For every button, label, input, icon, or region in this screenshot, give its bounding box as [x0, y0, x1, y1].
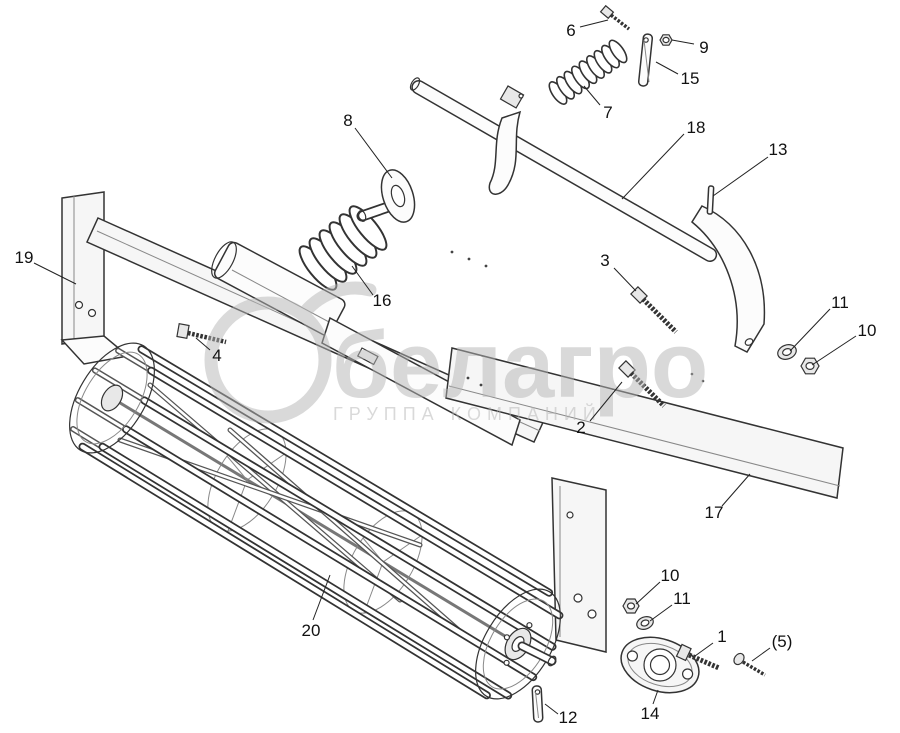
frame-right-plate: [551, 477, 607, 653]
leader-13: [712, 156, 769, 197]
flat-pin-12: [531, 685, 544, 723]
callout-11-upper: 11: [831, 293, 849, 312]
leader-8: [354, 127, 393, 179]
callout-9: 9: [699, 38, 708, 57]
watermark-brand: белагро: [332, 312, 708, 417]
leader-4: [195, 337, 211, 351]
bolt-2: [618, 360, 666, 408]
upper-tube-18: [409, 77, 718, 262]
roller-left-ring: [69, 342, 155, 454]
roller-front-bars: [78, 345, 564, 700]
watermark-subtitle: ГРУППА КОМПАНИЙ: [333, 403, 602, 424]
flange-bearing-14: [620, 636, 700, 694]
callout-8: 8: [343, 111, 352, 130]
callout-2: 2: [576, 418, 585, 437]
linch-pin-13: [706, 185, 715, 215]
roller-axle: [111, 396, 519, 646]
leader-10-lower: [635, 581, 661, 605]
leader-lines: [33, 19, 857, 715]
leader-10-upper: [811, 335, 857, 366]
flat-bar-17: [445, 347, 844, 499]
leader-9: [671, 39, 695, 45]
watermark-logo: [204, 281, 377, 424]
curved-bracket-arm: [691, 205, 766, 353]
callout-3: 3: [600, 251, 609, 270]
tension-hook: [488, 110, 522, 195]
leader-2: [589, 381, 623, 422]
tube-clamp-block: [499, 85, 525, 109]
leader-17: [721, 473, 751, 507]
washer-11-upper: [777, 344, 797, 360]
nut-10-lower: [622, 598, 640, 614]
bolt-3: [630, 286, 678, 334]
spring-7: [548, 39, 628, 105]
bolt-4: [176, 323, 227, 345]
callout-14: 14: [641, 704, 660, 723]
callout-labels: 6 9 15 7 18 13 8 3 11 10 16 19 4 2 17 10…: [15, 21, 877, 727]
callout-7: 7: [603, 103, 612, 122]
leader-20: [312, 574, 331, 621]
leader-11-upper: [789, 308, 831, 352]
roller-internal-diagonals: [117, 382, 473, 643]
rivet-dots: [450, 250, 705, 383]
spring-seat-disc-8: [356, 169, 416, 223]
callout-13: 13: [769, 140, 788, 159]
flat-pin-15: [637, 33, 654, 87]
bolt-1: [675, 643, 720, 671]
leader-16: [351, 265, 374, 296]
bolt-6: [599, 4, 631, 31]
leader-14: [652, 689, 659, 705]
callout-4: 4: [212, 346, 221, 365]
leader-5: [751, 647, 771, 662]
frame-left-bracket: [60, 191, 130, 365]
callout-18: 18: [687, 118, 706, 137]
callout-6: 6: [566, 21, 575, 40]
leader-1: [694, 642, 714, 657]
leader-6: [579, 19, 609, 28]
leader-18: [621, 133, 685, 200]
callout-19: 19: [15, 248, 34, 267]
callout-11-lower: 11: [673, 589, 691, 608]
watermark: белагро ГРУППА КОМПАНИЙ: [204, 281, 708, 424]
leader-12: [544, 703, 559, 715]
washer-11-lower: [636, 616, 654, 630]
callout-15: 15: [681, 69, 700, 88]
nut-9: [659, 34, 673, 46]
roller-shaft-stub: [517, 641, 557, 667]
callout-16: 16: [373, 291, 392, 310]
cage-roller-20: [69, 342, 564, 700]
leader-11-lower: [649, 604, 673, 622]
leader-15: [655, 61, 679, 75]
countersunk-screw-5: [733, 652, 766, 677]
callout-10-upper: 10: [858, 321, 877, 340]
callout-1: 1: [717, 627, 726, 646]
callout-12: 12: [559, 708, 578, 727]
callout-17: 17: [705, 503, 724, 522]
callout-20: 20: [302, 621, 321, 640]
nut-10-upper: [800, 357, 820, 375]
leader-3: [613, 267, 637, 292]
callout-5: (5): [772, 632, 793, 651]
callout-10-lower: 10: [661, 566, 680, 585]
leader-19: [33, 262, 77, 285]
leader-7: [583, 85, 601, 106]
